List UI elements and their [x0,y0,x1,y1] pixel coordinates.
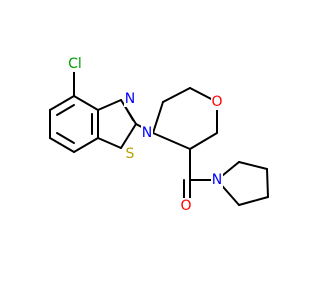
o-morpholine-label-bg [211,94,223,110]
carbonyl-oxygen-label: O [180,198,191,214]
sulfur-label: S [126,146,135,162]
bond-thiazole-4 [97,137,122,149]
pyrrolidine-ring [216,161,269,206]
morpholine-nitrogen-label: N [142,125,152,141]
thiazole-nitrogen-label: N [125,91,135,107]
molecule-diagram: Cl N S N O N O [49,56,269,214]
bond-benzene-6 [49,95,75,111]
bond-morpholine-2 [162,87,191,103]
bond-morpholine-5 [189,132,218,150]
morpholine-ring [152,87,218,150]
bond-morpholine-6 [152,132,191,150]
bond-benzene-3 [73,137,99,153]
bond-benzene-4 [49,137,75,153]
bond-morpholine-1 [152,101,164,134]
bond-benzene-1 [73,95,99,111]
bond-thiazole-3 [120,123,137,149]
thiazole-ring [97,99,137,149]
bond-pyrrolidine-4 [238,196,269,206]
n-morpholine-label-bg [141,125,153,141]
bond-pyrrolidine-3 [266,168,269,198]
pyrrolidine-nitrogen-label: N [212,172,222,188]
double-bond-thiazole [125,107,134,121]
morpholine-oxygen-label: O [211,94,222,110]
bond-pyrrolidine-2 [238,161,268,170]
double-bond-benzene-2 [56,132,75,144]
benzene-ring [49,95,99,153]
atom-labels: Cl N S N O N O [64,56,223,214]
double-bond-benzene-3 [56,104,75,116]
n-thiazole-label-bg [124,91,136,107]
s-label-bg [124,146,136,162]
structure-drawing: Cl N S N O N O [49,56,269,214]
o-carbonyl-label-bg [180,198,192,214]
n-pyrrolidine-label-bg [211,172,223,188]
bond-thiazole-1 [97,99,122,111]
cl-label-bg [64,56,86,72]
chlorine-label: Cl [68,56,82,72]
